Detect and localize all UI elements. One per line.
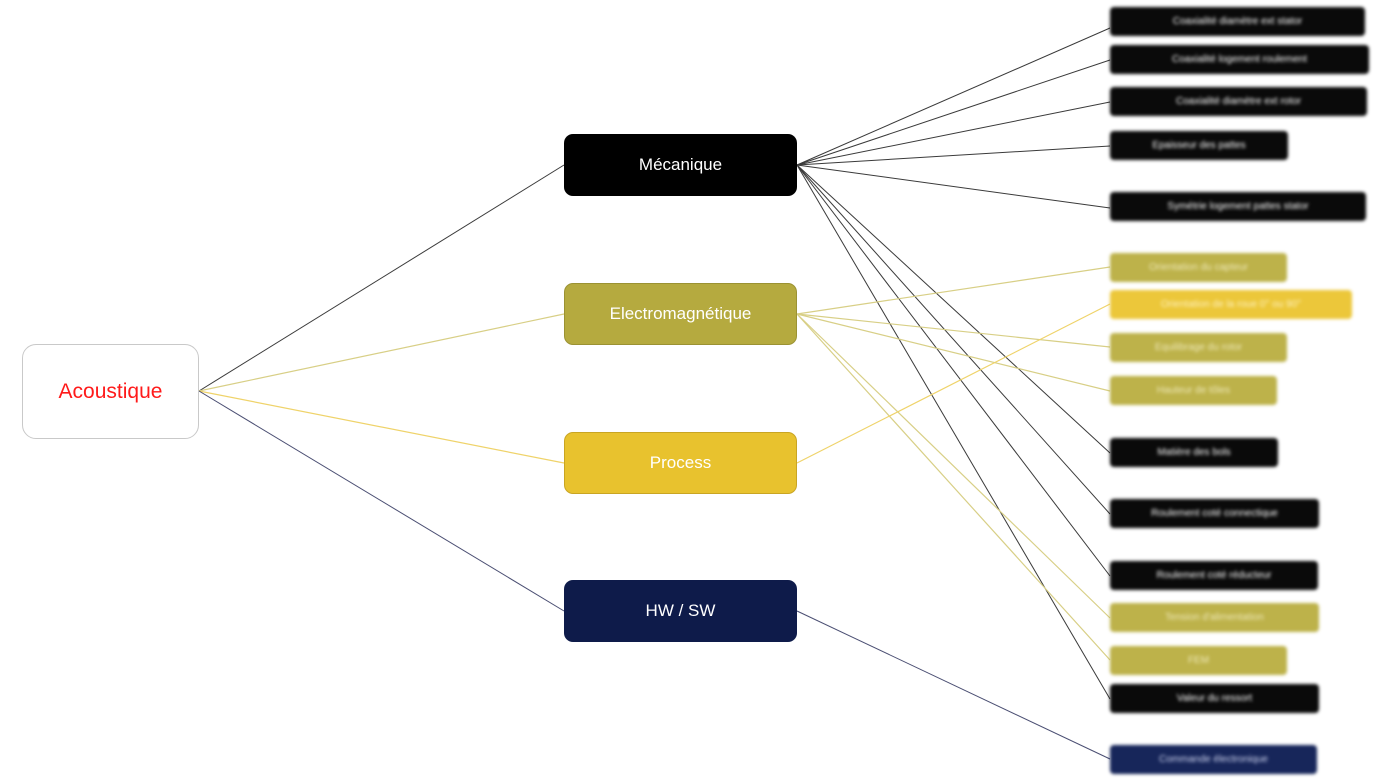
leaf-node-13[interactable]: Tension d'alimentation bbox=[1110, 603, 1319, 632]
connector-process-leaf-7 bbox=[796, 303, 1111, 464]
leaf-label: Roulement coté connectique bbox=[1151, 508, 1278, 519]
branch-node-hwsw[interactable]: HW / SW bbox=[564, 580, 797, 642]
leaf-label: Orientation de la roue 0° ou 90° bbox=[1160, 299, 1302, 310]
connector-hwsw-leaf-16 bbox=[796, 610, 1111, 760]
leaf-label: Valeur du ressort bbox=[1176, 693, 1253, 704]
leaf-node-9[interactable]: Hauteur de tôles bbox=[1110, 376, 1277, 405]
connector-root-process bbox=[198, 390, 565, 464]
branch-label-process: Process bbox=[649, 453, 712, 472]
leaf-label: Tension d'alimentation bbox=[1165, 612, 1264, 623]
leaf-node-8[interactable]: Equilibrage du rotor bbox=[1110, 333, 1287, 362]
leaf-node-15[interactable]: Valeur du ressort bbox=[1110, 684, 1319, 713]
connector-meca-leaf-15 bbox=[796, 164, 1111, 700]
connector-meca-leaf-2 bbox=[796, 59, 1111, 166]
connector-meca-leaf-1 bbox=[796, 27, 1111, 166]
branch-label-electromagnetique: Electromagnétique bbox=[609, 304, 752, 323]
leaf-node-4[interactable]: Epaisseur des pattes bbox=[1110, 131, 1288, 160]
leaf-label: Coaxialité diamètre ext rotor bbox=[1175, 96, 1302, 107]
leaf-label: Orientation du capteur bbox=[1149, 262, 1248, 273]
connector-root-hwsw bbox=[198, 390, 565, 612]
leaf-node-1[interactable]: Coaxialité diamètre ext stator bbox=[1110, 7, 1365, 36]
connector-meca-leaf-12 bbox=[796, 164, 1111, 577]
connector-elec-leaf-14 bbox=[796, 313, 1111, 661]
connector-elec-leaf-9 bbox=[796, 313, 1111, 392]
leaf-label: Roulement coté réducteur bbox=[1156, 570, 1272, 581]
branch-label-mecanique: Mécanique bbox=[638, 155, 723, 174]
connector-meca-leaf-11 bbox=[796, 164, 1111, 515]
leaf-label: Equilibrage du rotor bbox=[1154, 342, 1243, 353]
leaf-node-16[interactable]: Commande électronique bbox=[1110, 745, 1317, 774]
leaf-label: Matière des bols bbox=[1157, 447, 1231, 458]
branch-node-mecanique[interactable]: Mécanique bbox=[564, 134, 797, 196]
leaf-node-5[interactable]: Symétrie logement pattes stator bbox=[1110, 192, 1366, 221]
leaf-label: Coaxialité diamètre ext stator bbox=[1172, 16, 1303, 27]
connector-elec-leaf-8 bbox=[796, 313, 1111, 348]
branch-label-hwsw: HW / SW bbox=[645, 601, 716, 620]
leaf-label: Symétrie logement pattes stator bbox=[1167, 201, 1309, 212]
root-node-label: Acoustique bbox=[58, 379, 163, 403]
leaf-node-2[interactable]: Coaxialité logement roulement bbox=[1110, 45, 1369, 74]
branch-node-electromagnetique[interactable]: Electromagnétique bbox=[564, 283, 797, 345]
leaf-node-7[interactable]: Orientation de la roue 0° ou 90° bbox=[1110, 290, 1352, 319]
leaf-node-14[interactable]: FEM bbox=[1110, 646, 1287, 675]
connector-root-electromagnetique bbox=[198, 313, 565, 392]
leaf-label: Epaisseur des pattes bbox=[1152, 140, 1246, 151]
leaf-label: Commande électronique bbox=[1159, 754, 1268, 765]
connector-meca-leaf-5 bbox=[796, 164, 1111, 209]
connector-meca-leaf-4 bbox=[796, 145, 1111, 166]
leaf-node-12[interactable]: Roulement coté réducteur bbox=[1110, 561, 1318, 590]
connector-elec-leaf-6 bbox=[796, 266, 1111, 315]
root-node-acoustique[interactable]: Acoustique bbox=[22, 344, 199, 439]
connector-elec-leaf-13 bbox=[796, 313, 1111, 619]
connector-root-mecanique bbox=[198, 164, 565, 392]
branch-node-process[interactable]: Process bbox=[564, 432, 797, 494]
leaf-node-6[interactable]: Orientation du capteur bbox=[1110, 253, 1287, 282]
leaf-label: FEM bbox=[1187, 655, 1210, 666]
leaf-node-10[interactable]: Matière des bols bbox=[1110, 438, 1278, 467]
connector-meca-leaf-10 bbox=[796, 164, 1111, 454]
leaf-node-11[interactable]: Roulement coté connectique bbox=[1110, 499, 1319, 528]
leaf-node-3[interactable]: Coaxialité diamètre ext rotor bbox=[1110, 87, 1367, 116]
leaf-label: Coaxialité logement roulement bbox=[1171, 54, 1308, 65]
connector-meca-leaf-3 bbox=[796, 101, 1111, 166]
leaf-label: Hauteur de tôles bbox=[1156, 385, 1231, 396]
